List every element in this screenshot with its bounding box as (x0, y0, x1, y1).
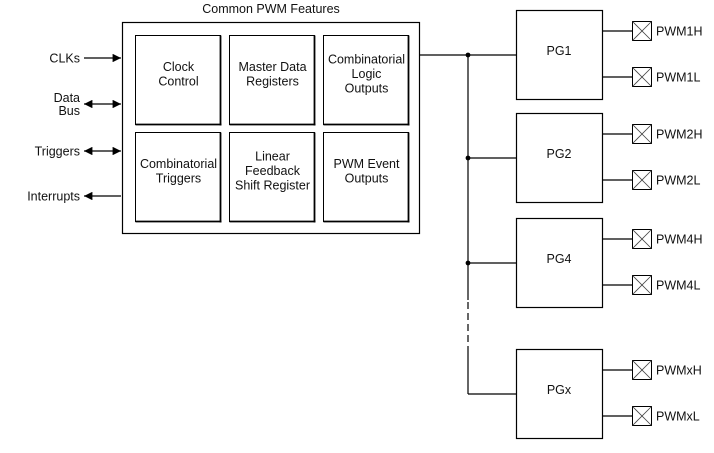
diagram-title: Common PWM Features (202, 2, 340, 16)
feature-block-label: PWM Event (334, 157, 401, 171)
generator-label: PG4 (546, 252, 571, 266)
pin-pad-icon (632, 406, 652, 426)
generator-box (515, 112, 604, 204)
feature-block-label: Shift Register (235, 179, 310, 193)
generator-label: PGx (547, 383, 572, 397)
pin-label: PWM1L (656, 71, 701, 85)
feature-block-label: Clock (163, 60, 195, 74)
pin-pad-icon (632, 229, 652, 249)
generator-box (515, 217, 604, 309)
feature-block-label: Combinatorial (328, 53, 405, 67)
signal-triggers: Triggers (35, 145, 121, 159)
signal-label: Interrupts (27, 190, 80, 204)
pin-label: PWM1H (656, 25, 703, 39)
signal-label: Bus (58, 104, 80, 118)
feature-block-label: Feedback (245, 164, 301, 178)
feature-block-label: Logic (352, 67, 382, 81)
pin-label: PWM4H (656, 233, 703, 247)
pwm-generator-pgx: PGx PWMxH PWMxL (468, 348, 702, 440)
feature-block-label: Registers (246, 74, 299, 88)
common-features-box (121, 21, 421, 235)
feature-block-label: Master Data (238, 60, 306, 74)
feature-block-label: Control (158, 74, 198, 88)
generator-box (515, 9, 604, 101)
feature-block-label: Combinatorial (140, 157, 217, 171)
pin-label: PWM2L (656, 174, 701, 188)
pwm-generator-pg2: PG2 PWM2H PWM2L (465, 112, 703, 204)
pin-pad-icon (632, 170, 652, 190)
pwm-generator-pg1: PG1 PWM1H PWM1L (465, 9, 703, 101)
signal-clks: CLKs (49, 52, 121, 66)
pin-label: PWMxL (656, 410, 700, 424)
generator-label: PG1 (546, 44, 571, 58)
pin-label: PWM4L (656, 279, 701, 293)
pin-pad-icon (632, 21, 652, 41)
feature-block-label: Outputs (345, 171, 389, 185)
signal-label: Triggers (35, 145, 80, 159)
signal-label: Data (54, 91, 80, 105)
signal-interrupts: Interrupts (27, 190, 121, 204)
generator-label: PG2 (546, 147, 571, 161)
pin-pad-icon (632, 67, 652, 87)
signal-label: CLKs (49, 52, 80, 66)
pin-label: PWM2H (656, 128, 703, 142)
pin-pad-icon (632, 124, 652, 144)
pwm-generator-pg4: PG4 PWM4H PWM4L (465, 217, 703, 309)
feature-block-label: Outputs (345, 82, 389, 96)
pin-pad-icon (632, 360, 652, 380)
feature-block-label: Linear (255, 150, 290, 164)
pin-pad-icon (632, 275, 652, 295)
generator-box (515, 348, 604, 440)
pin-label: PWMxH (656, 364, 702, 378)
feature-block-label: Triggers (156, 171, 201, 185)
